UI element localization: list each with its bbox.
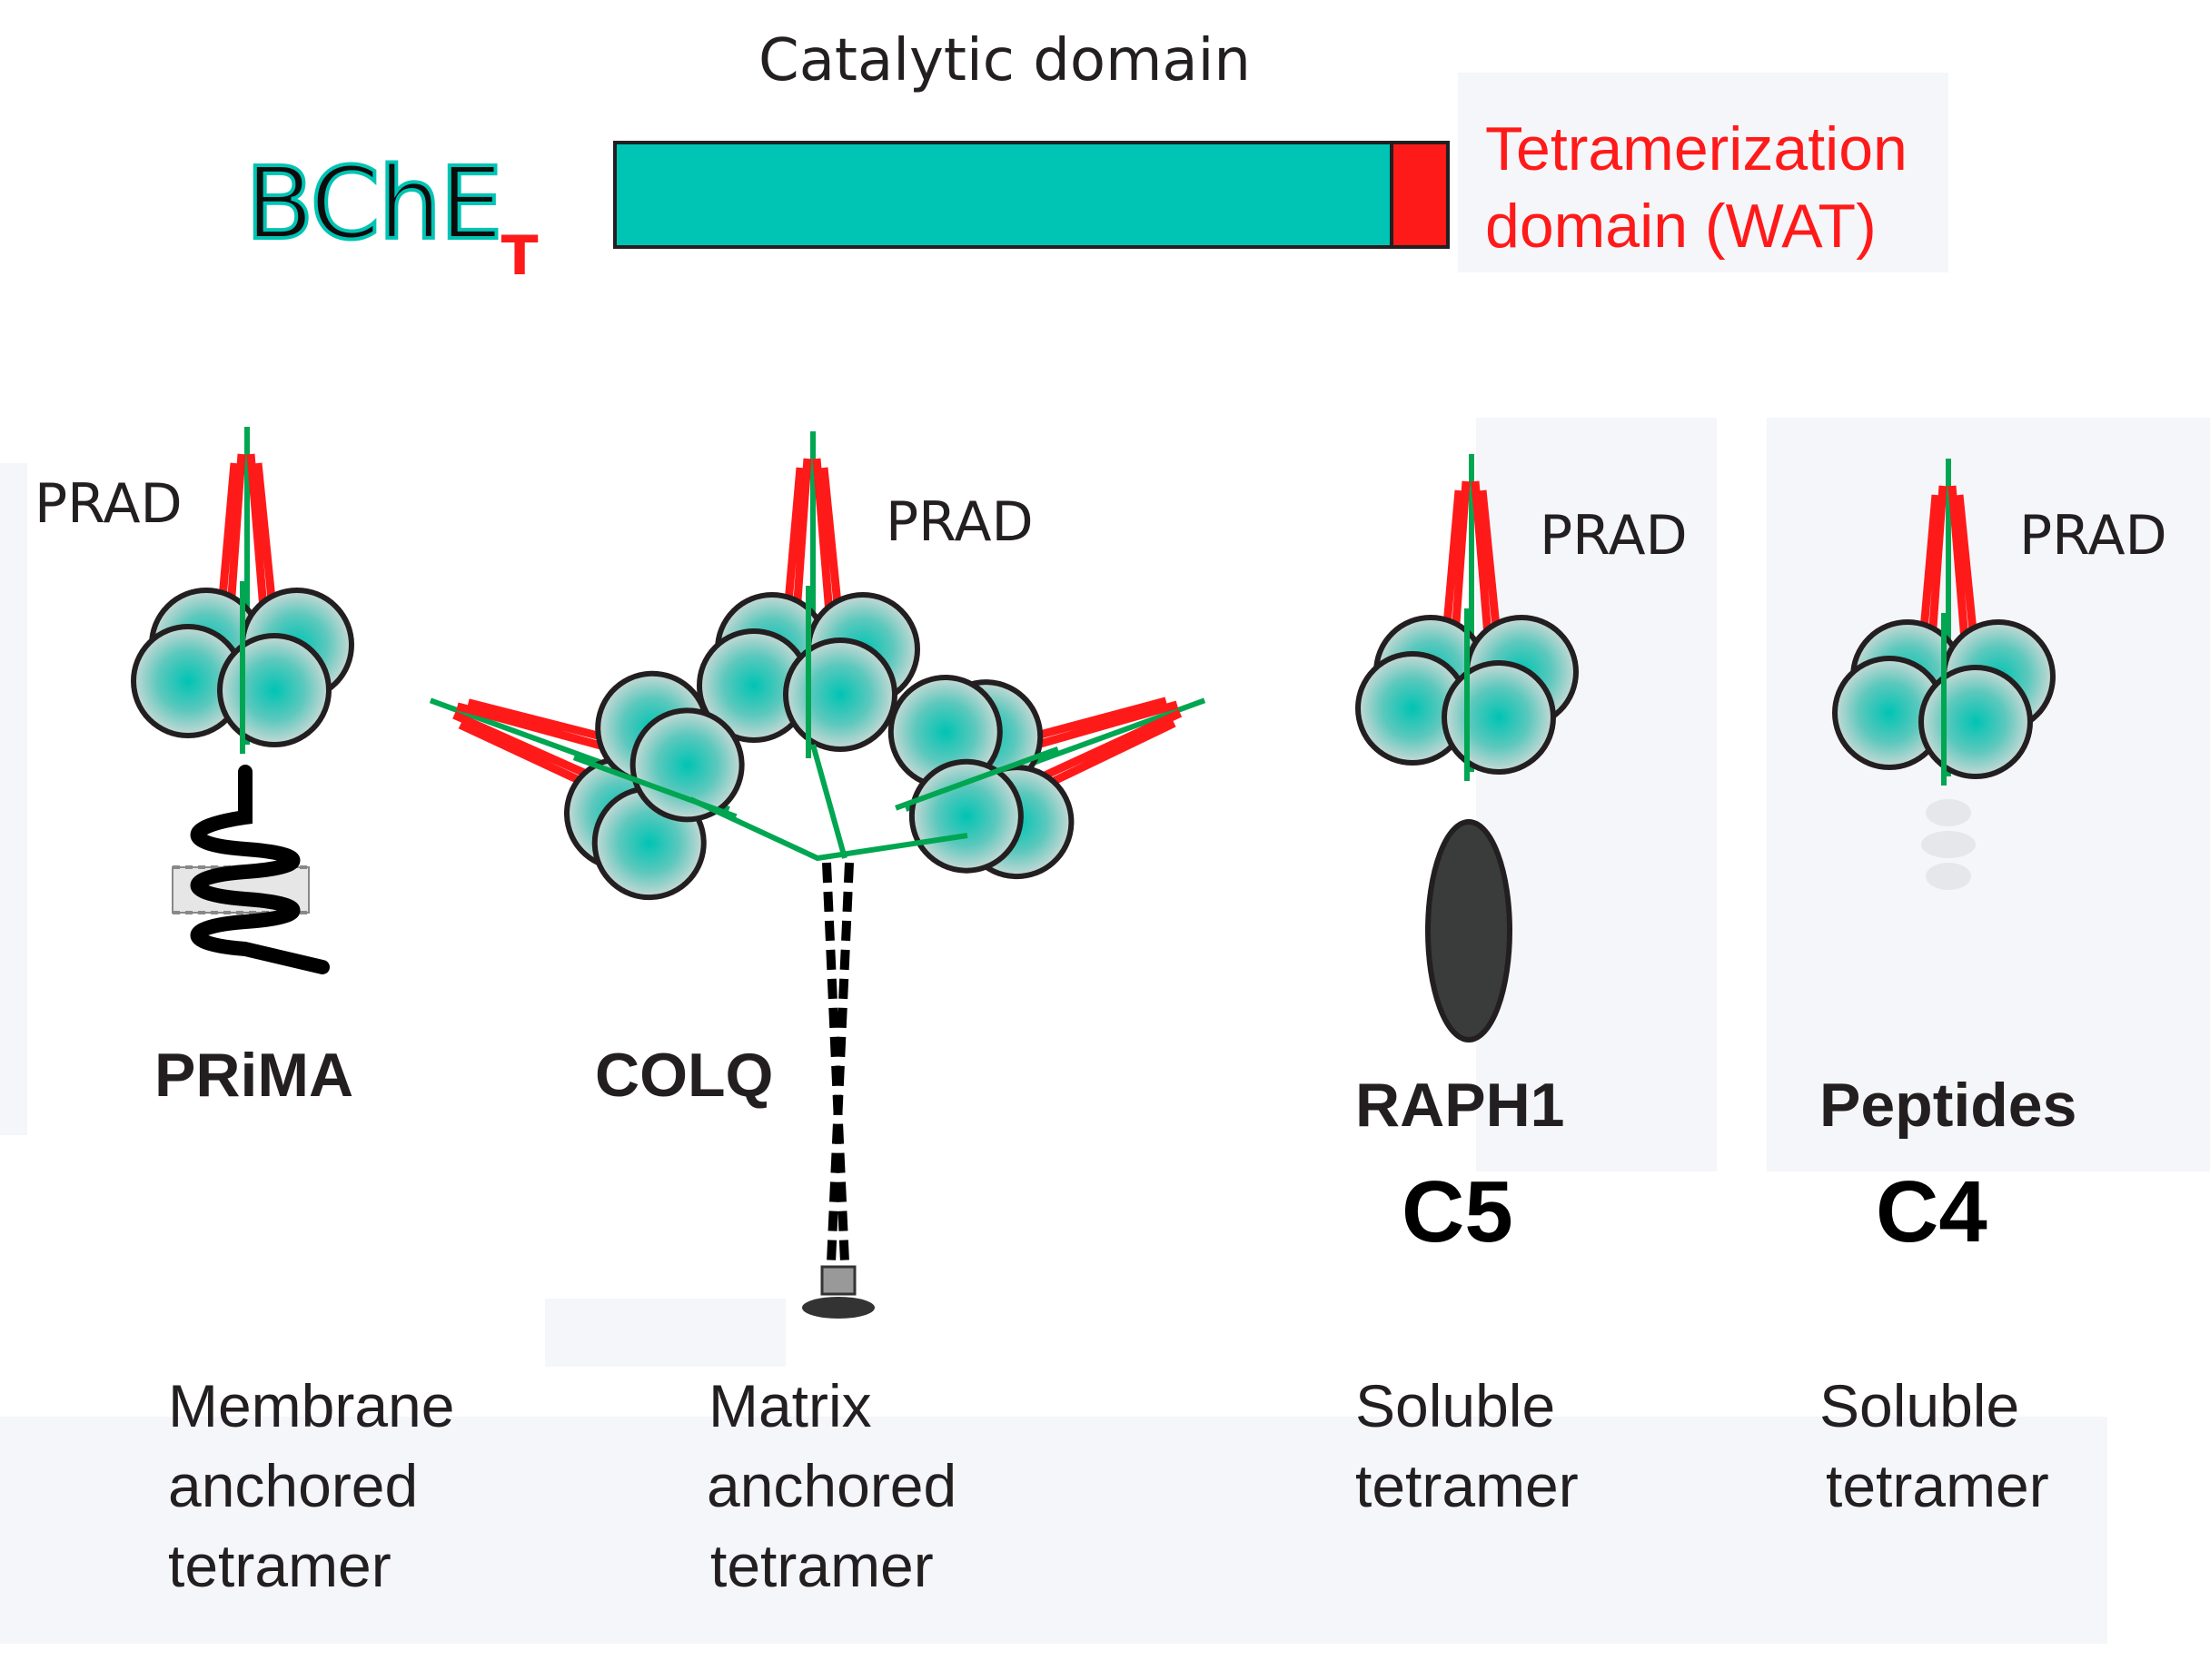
colq-anchor xyxy=(802,1265,875,1319)
prima-desc-line1: Membrane xyxy=(168,1372,455,1439)
catalytic-domain-label: Catalytic domain xyxy=(758,27,1251,94)
prad-label-raph1: PRAD xyxy=(1540,504,1688,568)
bche-label: BChET xyxy=(243,143,539,288)
catalytic-domain-bar xyxy=(613,141,1393,249)
colq-name: COLQ xyxy=(595,1041,774,1110)
raph1-domain xyxy=(1425,819,1512,1043)
wat-domain-bar xyxy=(1390,141,1450,249)
background-panel-raph1 xyxy=(1476,418,1717,1171)
prima-desc-line2: anchored xyxy=(168,1452,419,1519)
raph1-desc-line2: tetramer xyxy=(1355,1452,1579,1519)
prad-label-colq: PRAD xyxy=(886,490,1034,554)
colq-desc-line3: tetramer xyxy=(710,1532,934,1599)
raph1-name: RAPH1 xyxy=(1355,1071,1565,1140)
background-panel-bottom xyxy=(0,1417,2107,1644)
raph1-tetramer xyxy=(1358,454,1576,781)
prima-helix xyxy=(190,765,330,974)
colq-desc-line2: anchored xyxy=(707,1452,957,1519)
colq-desc-line1: Matrix xyxy=(709,1372,872,1439)
bche-name: BChE xyxy=(243,143,505,263)
background-panel-peptides xyxy=(1767,418,2210,1171)
background-panel-header xyxy=(1458,73,1948,272)
background-panel-prima xyxy=(0,463,27,1135)
tetramerization-label-line1: Tetramerization xyxy=(1485,114,1908,183)
raph1-desc-line1: Soluble xyxy=(1355,1372,1556,1439)
bche-subscript: T xyxy=(500,224,539,288)
peptides-code: C4 xyxy=(1876,1163,1987,1260)
colq-arms xyxy=(689,744,968,862)
peptides-desc-line2: tetramer xyxy=(1826,1452,2049,1519)
prad-label-prima: PRAD xyxy=(35,472,183,536)
prima-desc-line3: tetramer xyxy=(168,1532,391,1599)
peptides-name: Peptides xyxy=(1819,1071,2077,1140)
colq-triple-helix xyxy=(822,862,854,1263)
tetramerization-label-line2: domain (WAT) xyxy=(1485,192,1877,261)
peptide-ghost xyxy=(1921,799,1976,890)
colq-tetramer-top xyxy=(699,431,917,758)
background-panel-colq-foot xyxy=(545,1299,786,1367)
prad-label-peptides: PRAD xyxy=(2019,504,2167,568)
prima-name: PRiMA xyxy=(154,1041,354,1110)
peptides-desc-line1: Soluble xyxy=(1819,1372,2020,1439)
raph1-code: C5 xyxy=(1402,1163,1513,1260)
